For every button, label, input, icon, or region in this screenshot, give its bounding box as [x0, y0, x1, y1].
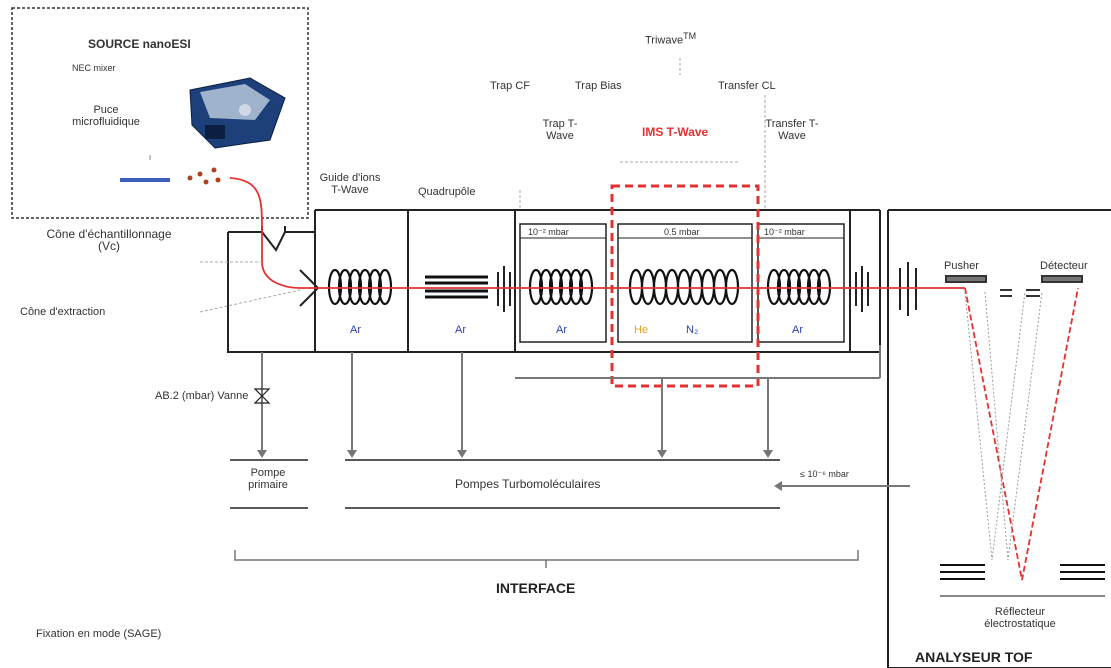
interface-label: INTERFACE	[496, 580, 576, 596]
analyseur-tof-label: ANALYSEUR TOF	[915, 649, 1033, 665]
ims-twave-label: IMS T-Wave	[642, 125, 709, 139]
gas-ar-4: Ar	[792, 324, 803, 336]
gas-he: He	[634, 324, 649, 336]
ims-highlight-box	[610, 184, 760, 388]
mode-label: Fixation en mode (SAGE)	[36, 628, 162, 640]
pressure-ims: 0.5 mbar	[664, 227, 700, 237]
triwave-cells	[519, 223, 845, 343]
tof-flight-paths	[964, 291, 1043, 561]
interface-bracket	[234, 550, 859, 568]
tof-plates	[945, 275, 1083, 297]
gas-n2: N₂	[686, 324, 699, 336]
detecteur-label: Détecteur	[1040, 260, 1088, 272]
microfluidic-label: Puce microfluidique	[72, 104, 140, 128]
trap-bias-label: Trap Bias	[575, 80, 622, 92]
cone-echantillonnage-label: Cône d'échantillonnage (Vc)	[46, 227, 172, 253]
gas-ar-3: Ar	[556, 324, 567, 336]
pump-bars	[230, 459, 780, 509]
valve-symbol	[253, 388, 271, 404]
transfer-twave-label: Transfer T-Wave	[765, 118, 819, 142]
microfluidic-chip	[120, 155, 221, 185]
trap-twave-label: Trap T-Wave	[542, 118, 578, 142]
vacuum-chamber	[227, 209, 1111, 668]
transfer-cl-label: Transfer CL	[718, 80, 776, 92]
pump-arrowheads	[257, 450, 782, 491]
pompe-primaire-label: Pompe primaire	[248, 467, 288, 491]
pompes-turbo-label: Pompes Turbomoléculaires	[455, 477, 601, 491]
pressure-valve-label: AB.2 (mbar) Vanne	[155, 390, 249, 402]
triwave-label: TriwaveTM	[645, 31, 697, 47]
pressure-transfer: 10⁻² mbar	[764, 227, 805, 237]
pumping-lines	[261, 345, 910, 487]
source-box	[11, 7, 309, 219]
reflectron-plates	[940, 564, 1105, 597]
ion-path	[229, 177, 1079, 581]
ion-guide-coils	[327, 268, 832, 306]
guide-label: Guide d'ions T-Wave	[319, 172, 381, 196]
quadrupole-rods	[425, 275, 488, 299]
lens-plates	[497, 262, 917, 316]
quadrupole-label: Quadrupôle	[418, 186, 476, 198]
gas-ar-2: Ar	[455, 324, 466, 336]
source-title: SOURCE nanoESI	[88, 37, 191, 51]
pusher-label: Pusher	[944, 260, 979, 272]
pump-pressure-label: ≤ 10⁻⁶ mbar	[800, 469, 849, 479]
sampling-cone	[261, 226, 320, 307]
cone-extraction-label: Cône d'extraction	[20, 306, 106, 318]
reflecteur-label: Réflecteur électrostatique	[984, 606, 1056, 630]
source-subtitle: NEC mixer	[72, 63, 116, 73]
gas-ar-1: Ar	[350, 324, 361, 336]
nanoesi-device-image	[189, 77, 286, 149]
pressure-trap: 10⁻² mbar	[528, 227, 569, 237]
pointer-lines	[199, 58, 766, 313]
trap-cf-label: Trap CF	[490, 80, 530, 92]
